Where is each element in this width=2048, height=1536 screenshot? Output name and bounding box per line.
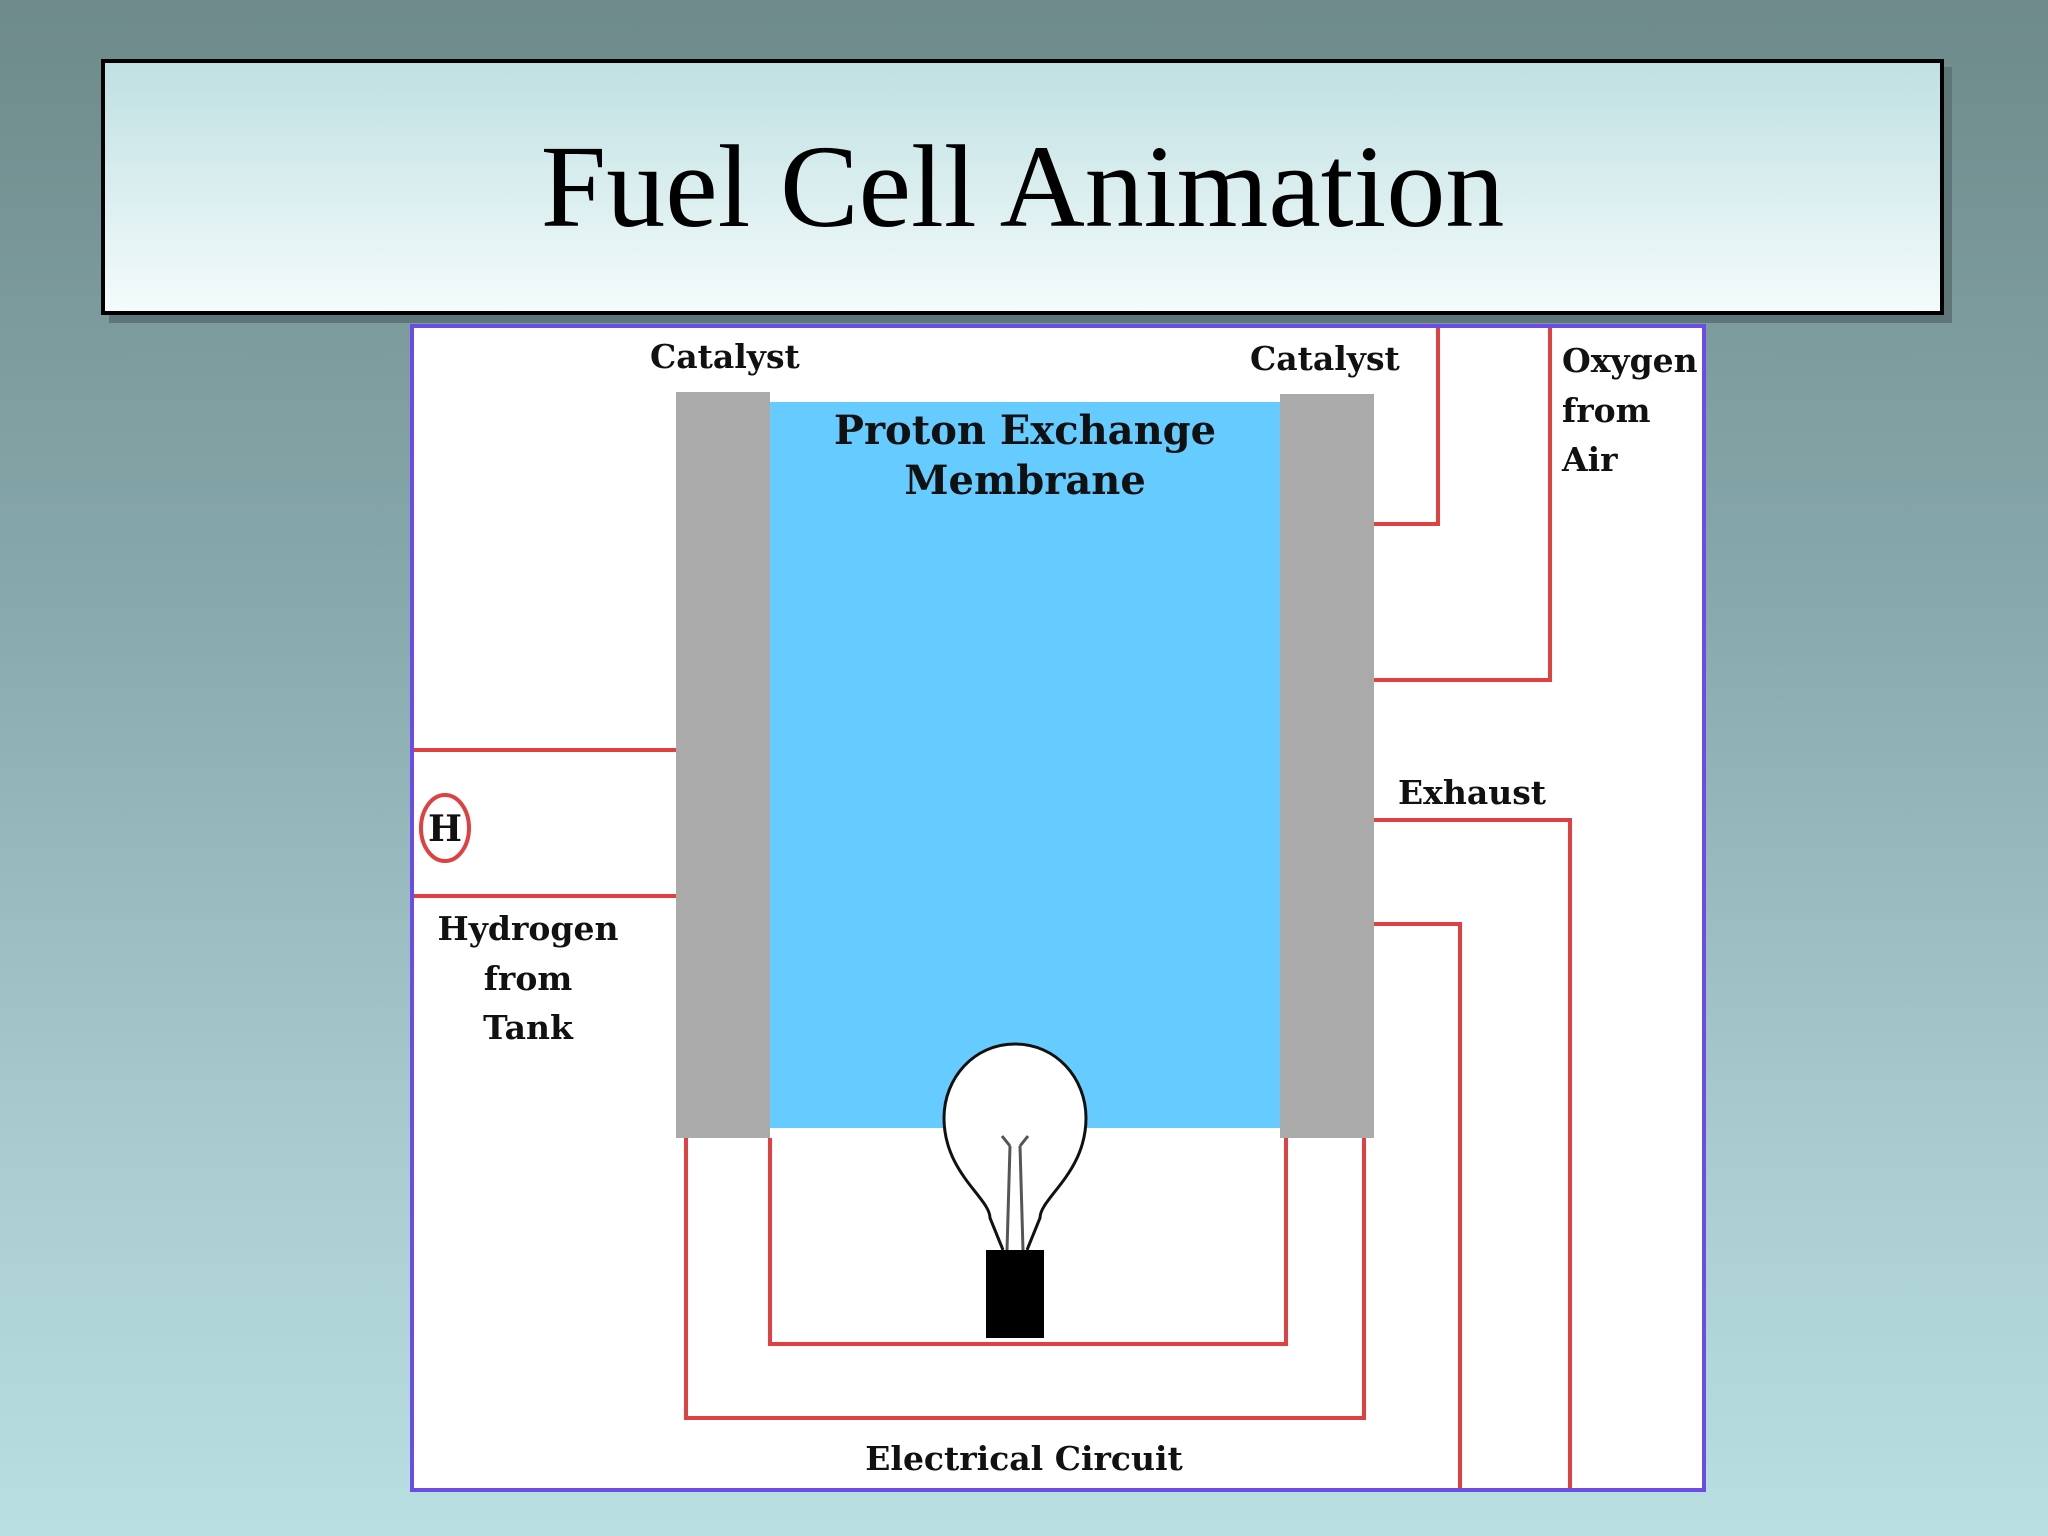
light-bulb-icon: [942, 1042, 1088, 1338]
membrane-label-line1: Proton Exchange: [833, 407, 1217, 454]
hydrogen-atom-label: H: [428, 808, 462, 850]
slide-title: Fuel Cell Animation: [540, 121, 1505, 252]
hydrogen-label-line3: Tank: [483, 1008, 573, 1047]
membrane-label: Proton Exchange Membrane: [770, 406, 1280, 506]
catalyst-right-label: Catalyst: [1250, 339, 1400, 378]
bulb-base: [986, 1250, 1044, 1338]
exhaust-pipe-outer: [1374, 818, 1572, 1488]
fuel-cell-diagram: H Catalyst Catalyst Proton Exchange Memb…: [410, 324, 1706, 1492]
oxygen-label: Oxygen from Air: [1562, 336, 1698, 485]
hydrogen-atom-icon: H: [419, 793, 471, 863]
diagram-canvas: H: [414, 328, 1572, 1488]
catalyst-left-label: Catalyst: [650, 337, 800, 376]
oxygen-label-line1: Oxygen: [1562, 341, 1698, 380]
catalyst-right-plate: [1280, 394, 1374, 1138]
exhaust-label: Exhaust: [1398, 773, 1547, 812]
exhaust-pipe-inner: [1374, 922, 1462, 1488]
title-banner: Fuel Cell Animation: [101, 59, 1944, 315]
circuit-wire-inner: [768, 1138, 1288, 1346]
membrane-label-line2: Membrane: [904, 457, 1146, 504]
circuit-wire-outer: [684, 1138, 1366, 1420]
hydrogen-label-line1: Hydrogen: [437, 909, 619, 948]
electrical-circuit-label: Electrical Circuit: [865, 1439, 1183, 1478]
oxygen-label-line3: Air: [1562, 440, 1618, 479]
oxygen-label-line2: from: [1562, 390, 1651, 430]
oxygen-pipe-inner: [1374, 328, 1440, 526]
proton-exchange-membrane: [770, 402, 1280, 1128]
hydrogen-label-line2: from: [483, 958, 573, 998]
catalyst-left-plate: [676, 392, 770, 1138]
hydrogen-label: Hydrogen from Tank: [428, 904, 628, 1053]
oxygen-pipe-outer: [1374, 328, 1552, 682]
